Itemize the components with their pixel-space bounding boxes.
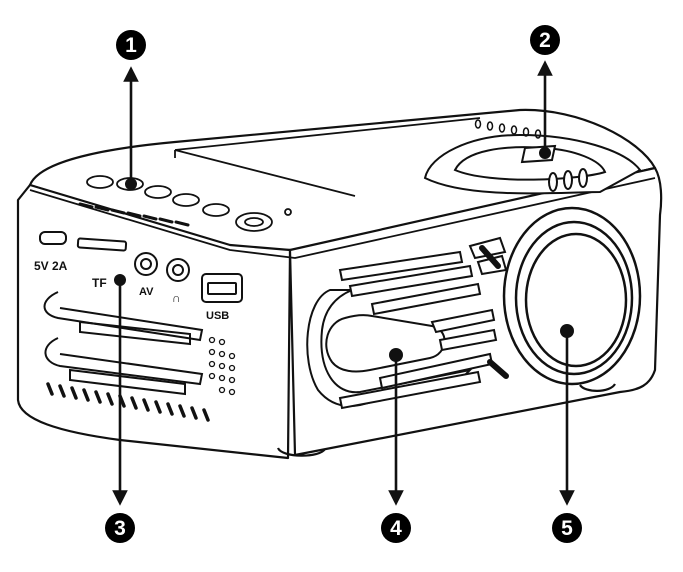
label-power: 5V 2A — [34, 259, 68, 273]
callout-badge-5: 5 — [552, 513, 582, 543]
label-tf: TF — [92, 276, 107, 290]
headphone-port-inner — [172, 264, 184, 276]
top-edge — [29, 177, 656, 259]
tf-card-slot[interactable] — [76, 237, 128, 252]
speaker-grille — [306, 236, 508, 410]
top-button-5[interactable] — [202, 203, 230, 217]
label-usb: USB — [206, 310, 229, 322]
callout-badge-1: 1 — [116, 30, 146, 60]
grille-diagonal-slits — [479, 245, 509, 379]
callout-number-4: 4 — [390, 517, 402, 540]
callout-number-2: 2 — [539, 29, 551, 52]
indicator-light — [284, 208, 292, 216]
usb-port-inner — [207, 282, 237, 295]
focus-ridge-2 — [563, 170, 573, 190]
top-panel-seam — [174, 117, 481, 197]
grille-oval — [325, 314, 446, 373]
control-buttons — [86, 175, 292, 232]
callout-badge-3: 3 — [105, 513, 135, 543]
top-button-4[interactable] — [172, 193, 200, 207]
foot-right — [579, 383, 616, 392]
bottom-side-vents — [46, 382, 210, 422]
callout-arrows — [112, 60, 575, 506]
lens-glass — [524, 232, 628, 368]
callout-number-3: 3 — [114, 517, 126, 540]
callout-number-1: 1 — [125, 34, 137, 57]
ports-panel — [39, 231, 243, 303]
power-button-inner — [244, 217, 264, 227]
callout-number-5: 5 — [561, 517, 573, 540]
side-grooves — [43, 291, 204, 396]
focus-ridge-3 — [578, 168, 588, 188]
port-labels: 5V 2A TF AV ∩ USB — [34, 259, 229, 322]
top-vents — [78, 202, 190, 227]
focus-ridge-1 — [548, 172, 558, 192]
label-headphone: ∩ — [172, 291, 181, 305]
callout-badge-4: 4 — [381, 513, 411, 543]
callout-badge-2: 2 — [530, 25, 560, 55]
focus-wheel[interactable] — [423, 133, 642, 195]
side-dot-grid — [208, 336, 236, 396]
foot-left — [276, 447, 326, 457]
top-vent-dots — [474, 119, 542, 139]
power-port[interactable] — [39, 231, 67, 245]
lens — [502, 206, 642, 386]
top-button-3[interactable] — [144, 185, 172, 199]
callout-origin-dots — [114, 147, 574, 362]
top-button-1[interactable] — [86, 175, 114, 189]
label-av: AV — [139, 286, 154, 298]
av-port-inner — [140, 258, 152, 270]
